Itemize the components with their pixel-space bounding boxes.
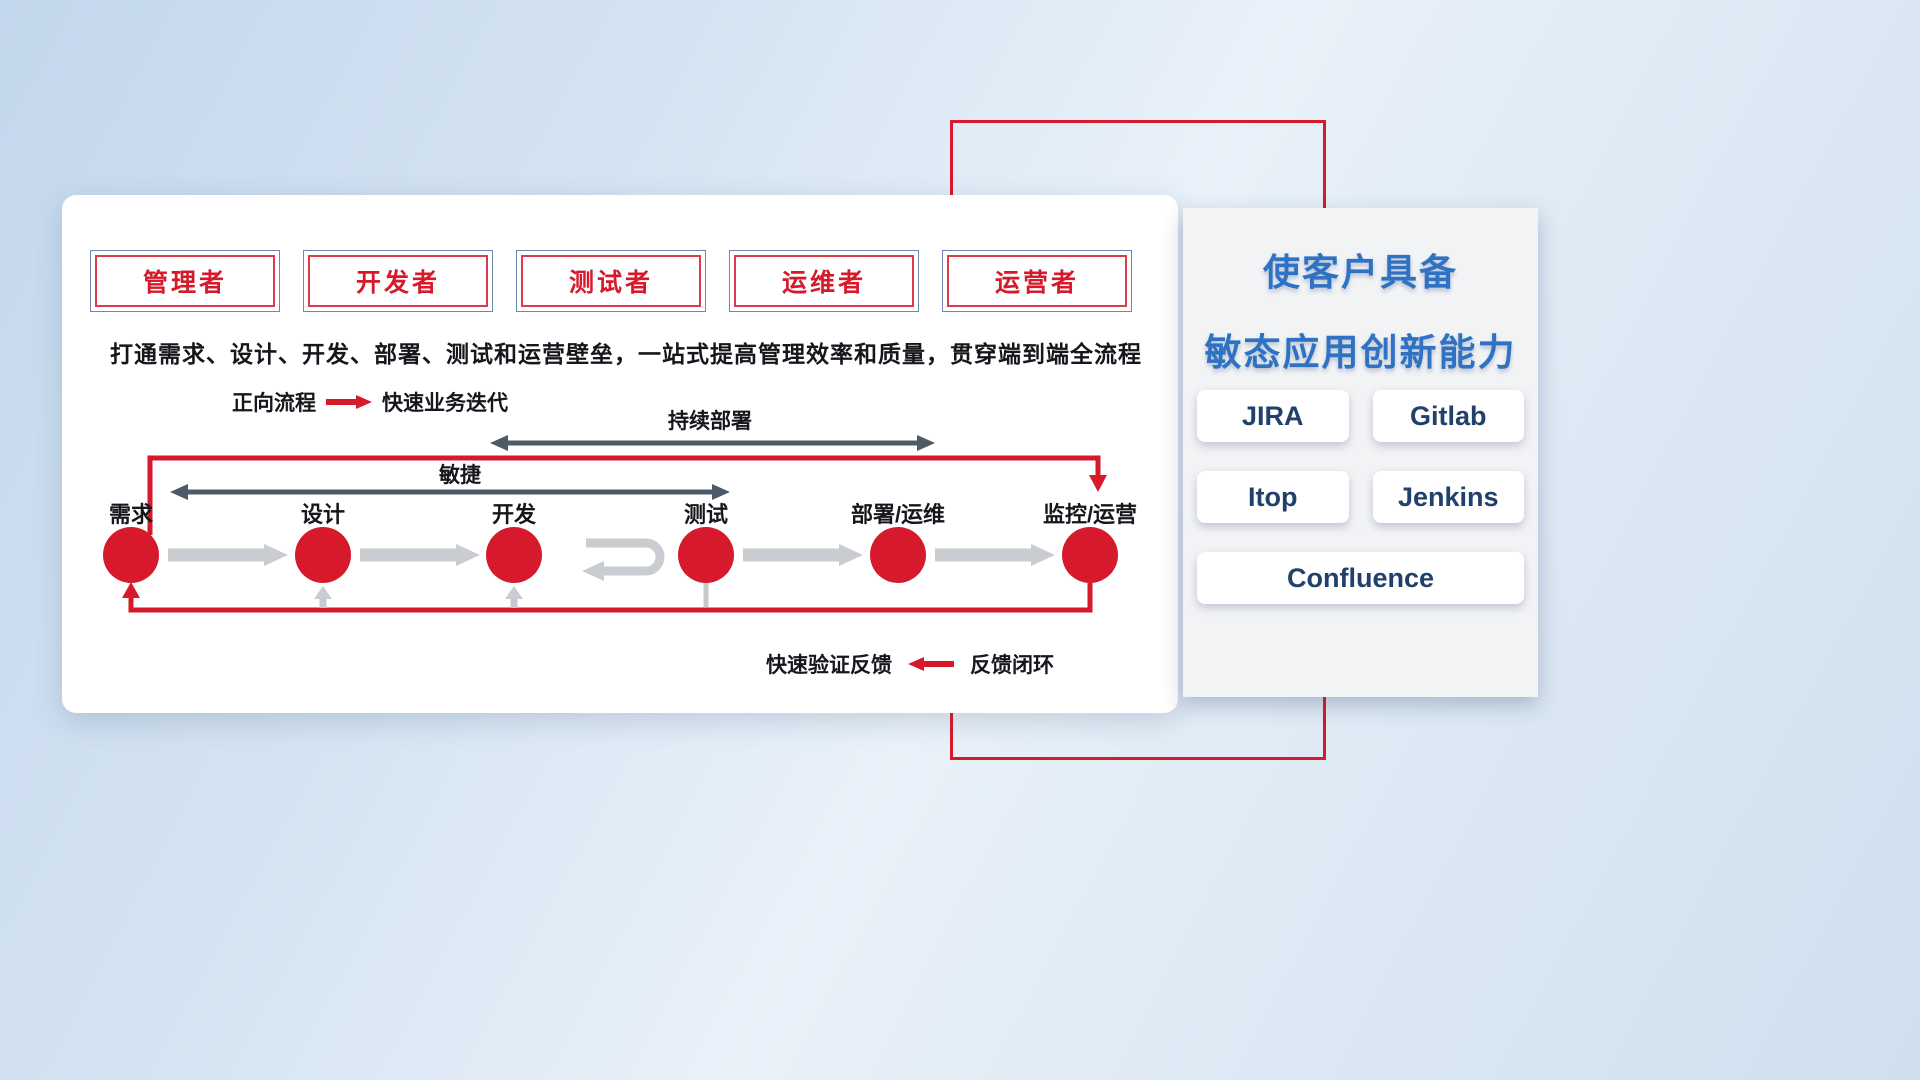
tool-chip-jira: JIRA — [1197, 390, 1349, 442]
role-label: 测试者 — [521, 255, 701, 307]
feedback-loop-line — [122, 582, 1093, 613]
flow-diagram — [103, 435, 1118, 613]
iteration-loop-icon — [582, 538, 665, 581]
node-label-development: 开发 — [491, 502, 536, 527]
node-development — [486, 527, 542, 583]
continuous-deployment-label: 持续部署 — [668, 410, 752, 433]
role-box-manager: 管理者 — [90, 250, 280, 312]
role-box-tester: 测试者 — [516, 250, 706, 312]
node-label-monitor-ops: 监控/运营 — [1042, 502, 1138, 527]
capability-panel: 使客户具备 敏态应用创新能力 JIRA Gitlab Itop Jenkins … — [1183, 208, 1538, 697]
role-label: 运营者 — [947, 255, 1127, 307]
node-testing — [678, 527, 734, 583]
role-box-developer: 开发者 — [303, 250, 493, 312]
node-requirements — [103, 527, 159, 583]
forward-arrow-icon — [326, 395, 372, 409]
tool-chip-confluence: Confluence — [1197, 552, 1524, 604]
role-box-operations: 运营者 — [942, 250, 1132, 312]
feedback-legend-label: 反馈闭环 — [970, 654, 1054, 677]
tool-chip-jenkins: Jenkins — [1372, 471, 1524, 523]
forward-legend-label: 正向流程 — [232, 392, 316, 415]
roles-row: 管理者 开发者 测试者 运维者 运营者 — [90, 250, 1132, 312]
description-text: 打通需求、设计、开发、部署、测试和运营壁垒，一站式提高管理效率和质量，贯穿端到端… — [110, 341, 1142, 367]
agile-label: 敏捷 — [439, 464, 481, 487]
panel-title-line2: 敏态应用创新能力 — [1204, 332, 1517, 373]
node-label-design: 设计 — [300, 502, 345, 527]
continuous-deployment-arrow — [490, 435, 935, 451]
panel-title-line1: 使客户具备 — [1263, 252, 1458, 293]
tools-grid: JIRA Gitlab Itop Jenkins Confluence — [1197, 390, 1524, 604]
node-design — [295, 527, 351, 583]
feedback-legend: 快速验证反馈 反馈闭环 — [766, 649, 1054, 679]
role-label: 运维者 — [734, 255, 914, 307]
node-monitor-ops — [1062, 527, 1118, 583]
flow-nodes — [103, 527, 1118, 583]
agile-arrow — [170, 484, 730, 500]
forward-loop-line — [147, 455, 1107, 535]
node-label-testing: 测试 — [683, 502, 728, 527]
workflow-card: 管理者 开发者 测试者 运维者 运营者 打通需求、设计、开发、部署、测试和运营壁… — [62, 195, 1178, 713]
role-label: 管理者 — [95, 255, 275, 307]
feedback-arrow-icon — [908, 657, 954, 671]
node-label-requirements: 需求 — [108, 502, 153, 527]
node-label-deploy-ops: 部署/运维 — [850, 502, 946, 527]
tool-chip-gitlab: Gitlab — [1372, 390, 1524, 442]
node-deploy-ops — [870, 527, 926, 583]
feedback-connectors — [314, 583, 709, 608]
forward-legend: 正向流程 快速业务迭代 — [232, 387, 508, 417]
role-box-ops: 运维者 — [729, 250, 919, 312]
forward-legend-caption: 快速业务迭代 — [382, 392, 508, 415]
role-label: 开发者 — [308, 255, 488, 307]
tool-chip-itop: Itop — [1197, 471, 1349, 523]
flow-arrows — [168, 544, 1055, 566]
feedback-legend-caption: 快速验证反馈 — [766, 654, 892, 677]
